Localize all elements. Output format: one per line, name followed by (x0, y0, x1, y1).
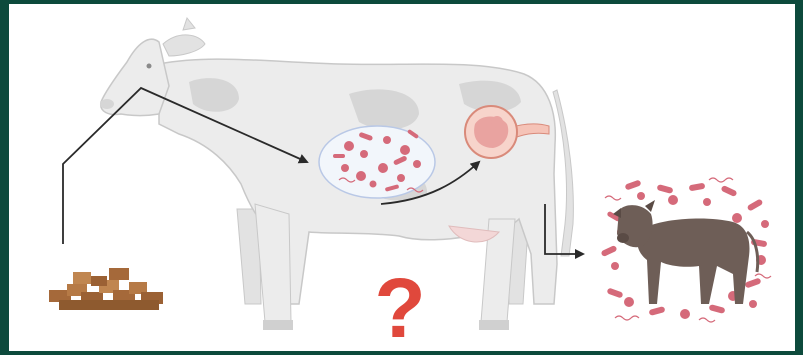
rumen-microbes-icon (319, 126, 435, 198)
feed-pile-icon (49, 268, 163, 310)
question-mark: ? (373, 266, 427, 350)
